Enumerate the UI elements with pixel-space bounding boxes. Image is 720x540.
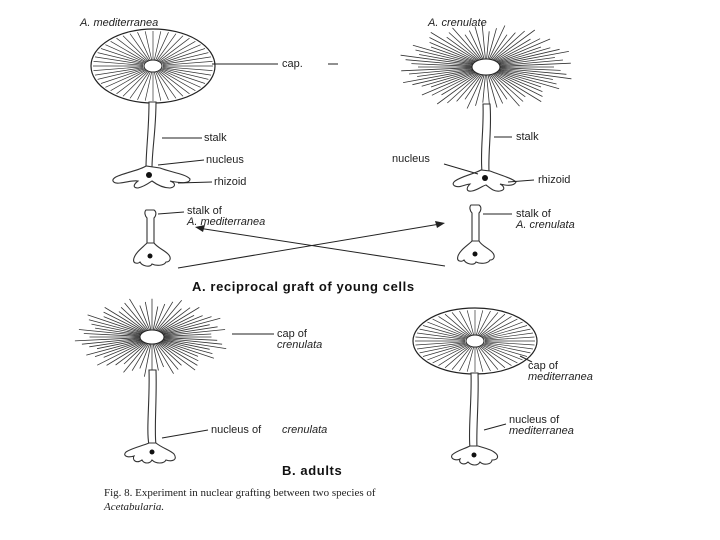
label-rhizoid-right: rhizoid <box>538 174 570 186</box>
adult-left-stalk <box>148 370 156 445</box>
adult-left-cap <box>75 299 226 377</box>
mediterranea-cap <box>91 29 215 103</box>
crenulata-cap <box>401 23 572 111</box>
section-title-graft: A. reciprocal graft of young cells <box>192 279 415 294</box>
figure-caption-line-1: Fig. 8. Experiment in nuclear grafting b… <box>104 487 376 499</box>
section-title-adults: B. adults <box>282 463 342 478</box>
adult-right-nucleus <box>472 453 477 458</box>
label-stalk-left: stalk <box>204 132 227 144</box>
crenulata-nucleus <box>482 175 488 181</box>
label-cap: cap. <box>282 58 303 70</box>
mediterranea-rhizoid <box>113 166 190 188</box>
adult-right-nucleus-label-2: mediterranea <box>509 425 574 437</box>
adult-right-stalk <box>469 373 478 448</box>
adult-left-cap-label-2: crenulata <box>277 339 322 351</box>
label-nucleus-right: nucleus <box>392 153 430 165</box>
figure-caption-line-2: Acetabularia. <box>103 501 164 513</box>
graft-right-label-2: A. crenulata <box>515 219 575 231</box>
mediterranea-nucleus <box>146 172 152 178</box>
adult-left-nucleus-label-2: crenulata <box>282 424 327 436</box>
title-mediterranea: A. mediterranea <box>79 17 158 29</box>
label-rhizoid-left: rhizoid <box>214 176 246 188</box>
label-nucleus-left: nucleus <box>206 154 244 166</box>
graft-left-label-2: A. mediterranea <box>186 216 265 228</box>
adult-left-nucleus <box>150 450 155 455</box>
adult-right-cap-label-2: mediterranea <box>528 371 593 383</box>
young-cell-left <box>134 210 171 266</box>
crenulata-stalk <box>481 104 490 172</box>
label-stalk-right: stalk <box>516 131 539 143</box>
title-crenulate: A. crenulate <box>427 17 487 29</box>
adult-right-cap <box>413 308 537 374</box>
mediterranea-stalk <box>146 102 156 168</box>
adult-left-nucleus-label-1: nucleus of <box>211 424 262 436</box>
graft-crossing-arrows <box>178 221 445 268</box>
